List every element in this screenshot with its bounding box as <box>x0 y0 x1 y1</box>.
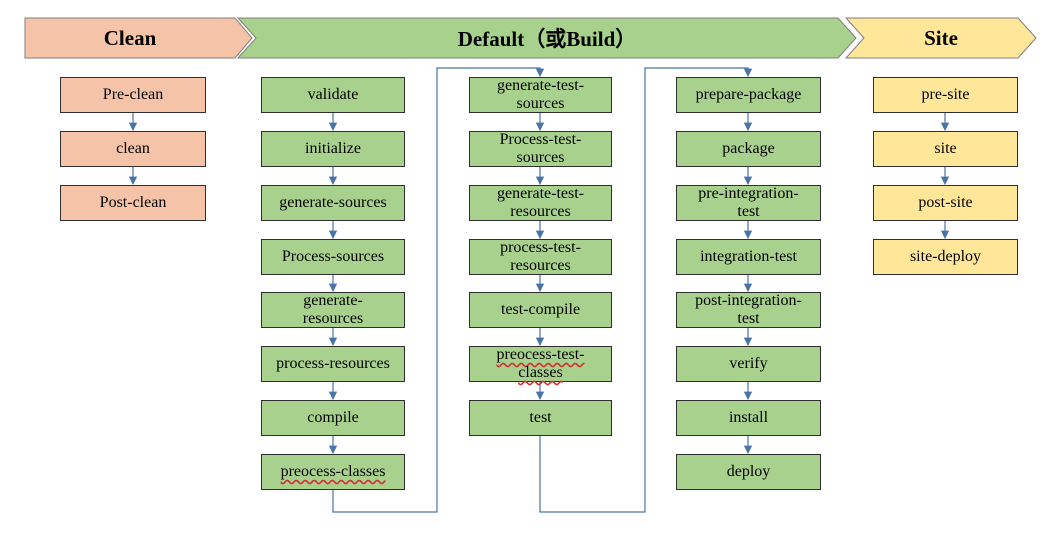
phase-box-initialize: initialize <box>261 131 405 167</box>
column-wrap-connector <box>332 67 545 513</box>
phase-label: preocess-classes <box>280 463 386 480</box>
phase-label: pre-site <box>921 86 970 103</box>
phase-label: Process-sources <box>281 248 385 265</box>
phase-box-pre-site: pre-site <box>873 77 1018 113</box>
phase-box-validate: validate <box>261 77 405 113</box>
phase-label: process-test-resources <box>500 239 581 274</box>
phase-box-generate-test-resources: generate-test-resources <box>469 185 612 221</box>
phase-box-package: package <box>676 131 821 167</box>
phase-label: test-compile <box>500 301 581 318</box>
phase-label: prepare-package <box>695 86 802 103</box>
phase-box-verify: verify <box>676 346 821 382</box>
phase-label: site-deploy <box>909 248 982 265</box>
phase-box-generate-resources: generate-resources <box>261 292 405 328</box>
phase-box-preocess-classes: preocess-classes <box>261 454 405 490</box>
phase-box-prepare-package: prepare-package <box>676 77 821 113</box>
phase-label: post-integration-test <box>695 292 802 327</box>
phase-label: test <box>529 409 552 426</box>
phase-label: Pre-clean <box>102 86 164 103</box>
phase-box-compile: compile <box>261 400 405 436</box>
phase-box-install: install <box>676 400 821 436</box>
phase-label: deploy <box>726 463 771 480</box>
phase-label: site <box>934 140 957 157</box>
phase-box-preocess-test-classes: preocess-test-classes <box>469 346 612 382</box>
phase-label: generate-resources <box>302 292 364 327</box>
phase-label: install <box>728 409 769 426</box>
phase-label: integration-test <box>700 248 797 265</box>
phase-label: generate-sources <box>279 194 387 211</box>
phase-box-process-sources: Process-sources <box>261 239 405 275</box>
phase-label: Process-test-sources <box>499 131 582 166</box>
phase-label: generate-test-resources <box>496 185 585 220</box>
phase-box-generate-test-sources: generate-test-sources <box>469 77 612 113</box>
phase-box-process-test-sources: Process-test-sources <box>469 131 612 167</box>
phase-label: pre-integration-test <box>698 185 799 220</box>
phase-box-test: test <box>469 400 612 436</box>
phase-box-post-integration-test: post-integration-test <box>676 292 821 328</box>
phase-box-post-site: post-site <box>873 185 1018 221</box>
phase-box-pre-integration-test: pre-integration-test <box>676 185 821 221</box>
phase-box-clean: clean <box>60 131 206 167</box>
phase-label: package <box>722 140 775 157</box>
phase-label: post-site <box>918 194 973 211</box>
phase-box-site: site <box>873 131 1018 167</box>
phase-box-test-compile: test-compile <box>469 292 612 328</box>
phase-box-pre-clean: Pre-clean <box>60 77 206 113</box>
phase-label: verify <box>729 355 768 372</box>
phase-label: compile <box>307 409 359 426</box>
phase-label: preocess-test-classes <box>496 346 585 381</box>
phase-label: Post-clean <box>99 194 167 211</box>
phase-label: validate <box>307 86 359 103</box>
column-wrap-connector <box>539 67 753 513</box>
phase-box-post-clean: Post-clean <box>60 185 206 221</box>
phase-label: clean <box>116 140 150 157</box>
phase-box-process-resources: process-resources <box>261 346 405 382</box>
phase-box-generate-sources: generate-sources <box>261 185 405 221</box>
phase-box-deploy: deploy <box>676 454 821 490</box>
phase-label: process-resources <box>276 355 390 372</box>
phase-box-site-deploy: site-deploy <box>873 239 1018 275</box>
phase-box-process-test-resources: process-test-resources <box>469 239 612 275</box>
phase-label: generate-test-sources <box>496 77 585 112</box>
phase-box-integration-test: integration-test <box>676 239 821 275</box>
phase-label: initialize <box>305 140 361 157</box>
